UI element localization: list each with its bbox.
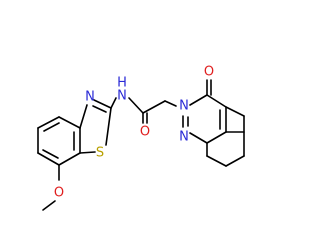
bond	[58, 116, 81, 129]
structure-canvas: N N H S O O O N N	[0, 0, 250, 250]
bond	[37, 152, 60, 166]
bond	[142, 100, 166, 114]
bond	[105, 107, 112, 146]
molecule-diagram: N N H S O O O N N	[0, 0, 250, 250]
atom-o-pyridazinone: O	[204, 65, 214, 80]
bond	[206, 155, 227, 167]
bonds	[37, 79, 245, 211]
bond	[128, 97, 144, 114]
bond	[225, 106, 245, 117]
atom-n1-cinnolinone: N	[179, 130, 189, 145]
bond	[206, 131, 227, 144]
atom-s-thiazole: S	[96, 146, 104, 161]
bond	[37, 116, 60, 129]
bond	[225, 155, 245, 167]
bond	[42, 200, 56, 211]
atom-n-amide: N	[117, 89, 127, 104]
bond	[189, 94, 208, 106]
atom-n2-cinnolinone: N	[179, 99, 189, 114]
atom-labels: N N H S O O O N N	[54, 65, 214, 201]
bond	[58, 152, 81, 166]
bond	[43, 122, 60, 132]
bond	[79, 151, 96, 154]
atom-o-methoxy: O	[54, 186, 64, 201]
atom-n-thiazole: N	[85, 90, 95, 105]
bond	[110, 97, 117, 109]
bond	[189, 132, 208, 144]
bond	[92, 105, 107, 113]
atom-o-amide: O	[140, 125, 150, 140]
bond	[206, 94, 227, 108]
bond	[93, 99, 112, 109]
bond	[79, 104, 88, 129]
bond	[42, 149, 59, 159]
background	[0, 0, 250, 250]
atom-h-amide: H	[117, 76, 127, 91]
bond	[164, 100, 177, 107]
